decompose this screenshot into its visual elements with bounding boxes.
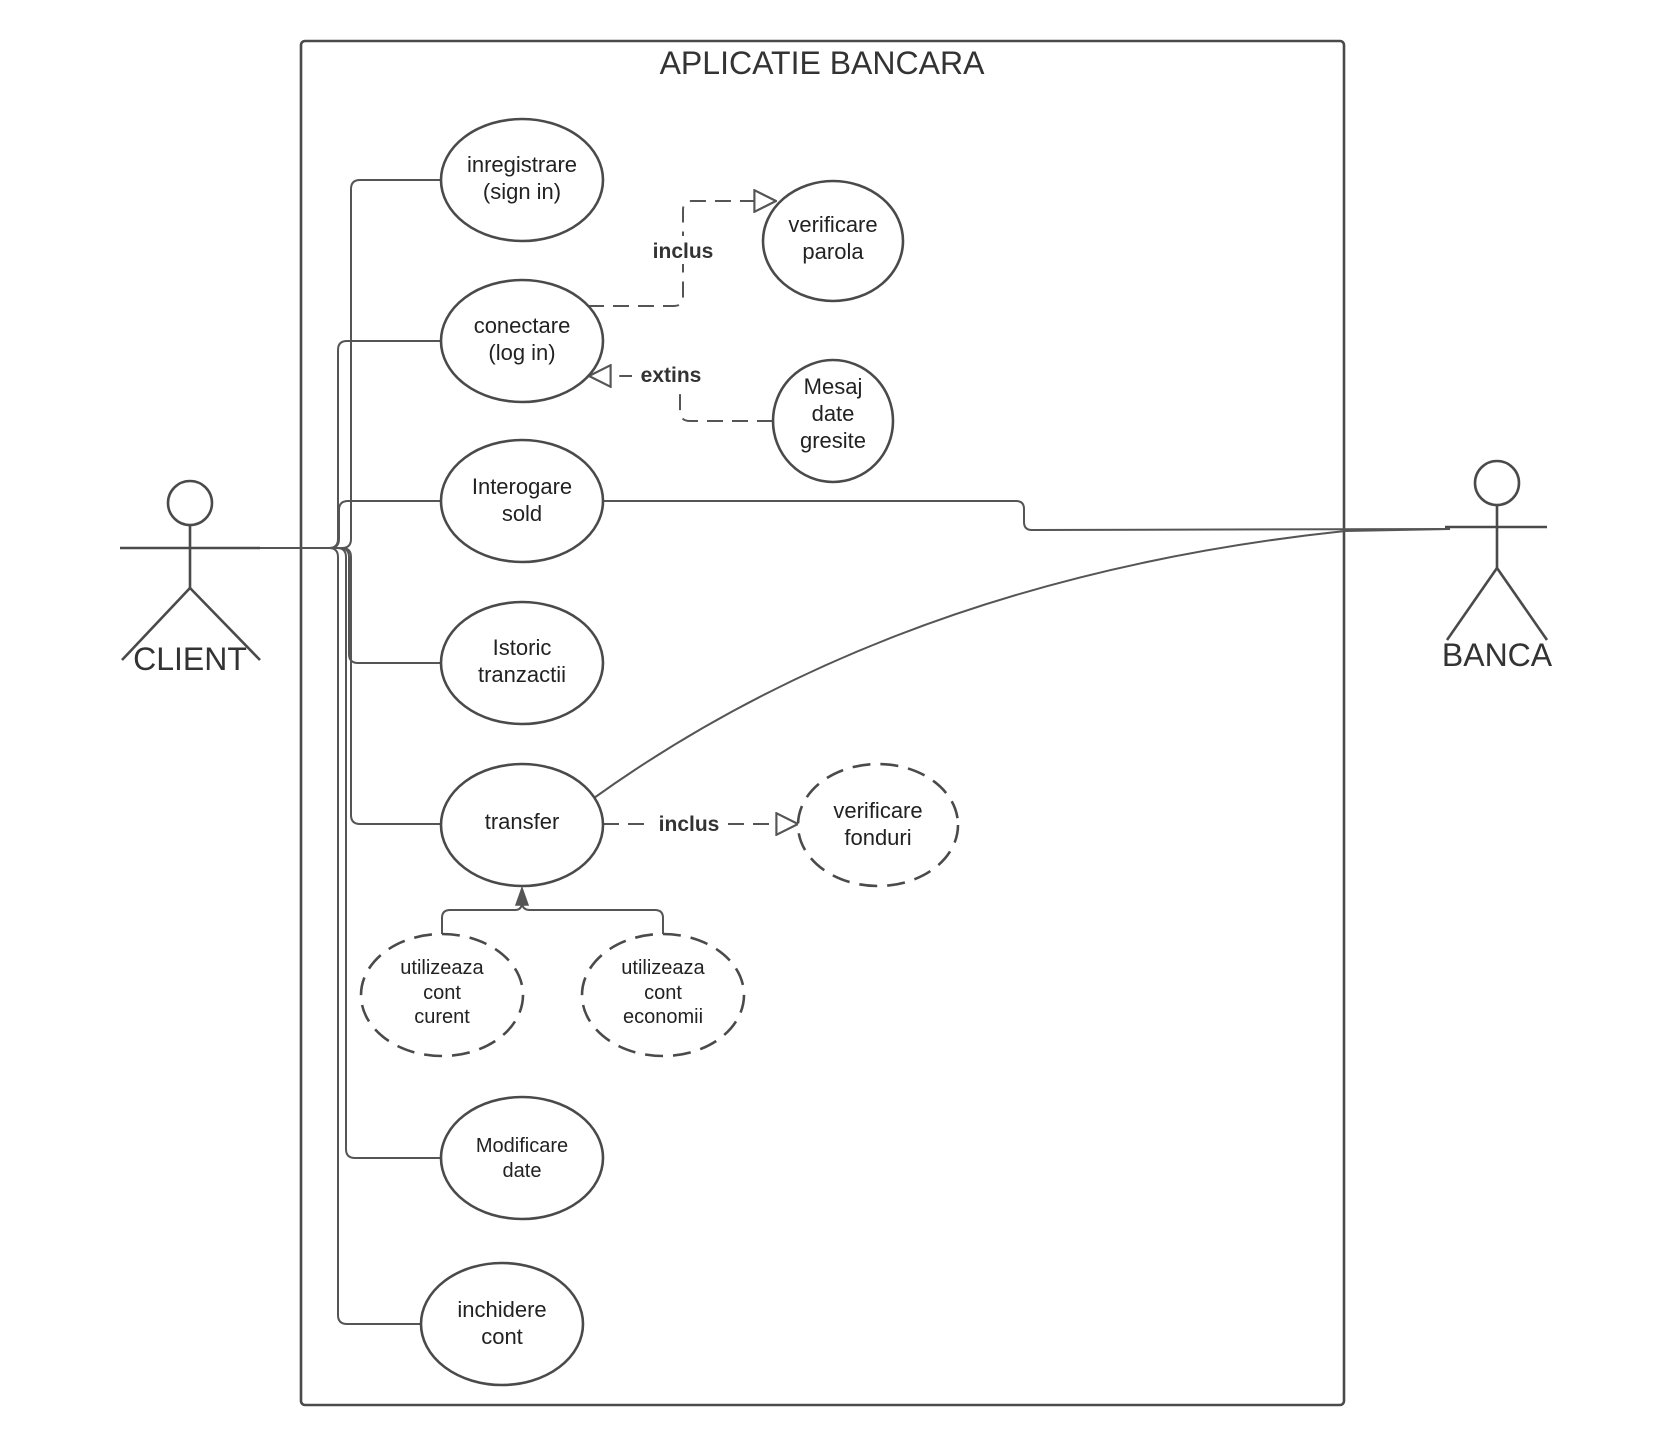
use-case-mesaj-date-gresite[interactable]: Mesaj date gresite bbox=[771, 358, 895, 484]
uc-fonduri-line2: fonduri bbox=[844, 825, 911, 850]
assoc-client-conectare bbox=[232, 340, 441, 549]
actor-banca[interactable]: BANCA bbox=[1442, 459, 1553, 673]
generalization-cont-curent bbox=[441, 890, 523, 937]
assoc-client-transfer bbox=[232, 547, 441, 825]
generalization-arrowhead bbox=[514, 885, 530, 906]
client-label: CLIENT bbox=[133, 641, 247, 677]
uc-inregistrare-line1: inregistrare bbox=[467, 152, 577, 177]
uc-inregistrare-line2: (sign in) bbox=[483, 179, 561, 204]
uc-inchidere-line2: cont bbox=[481, 1324, 523, 1349]
use-case-interogare-sold[interactable]: Interogare sold bbox=[439, 438, 605, 564]
uc-istoric-line1: Istoric bbox=[493, 635, 552, 660]
extend-label-mesaj: extins bbox=[641, 364, 702, 387]
uc-modificare-line1: Modificare bbox=[476, 1135, 568, 1157]
client-head-icon bbox=[166, 479, 214, 527]
uc-curent-line2: cont bbox=[423, 982, 461, 1004]
assoc-banca-interogare bbox=[602, 500, 1451, 532]
include-label-fonduri: inclus bbox=[659, 813, 720, 836]
include-label-parola: inclus bbox=[653, 240, 714, 263]
assoc-banca-transfer bbox=[593, 528, 1451, 799]
uc-mesaj-line1: Mesaj bbox=[804, 374, 863, 399]
banca-associations bbox=[593, 500, 1451, 799]
banca-head-icon bbox=[1473, 459, 1521, 507]
assoc-client-modificare bbox=[232, 547, 441, 1159]
use-case-inregistrare[interactable]: inregistrare (sign in) bbox=[439, 117, 605, 243]
uc-inchidere-line1: inchidere bbox=[457, 1297, 546, 1322]
uc-conectare-line2: (log in) bbox=[488, 340, 555, 365]
use-case-istoric-tranzactii[interactable]: Istoric tranzactii bbox=[439, 600, 605, 726]
system-boundary bbox=[299, 39, 1346, 1407]
system-title: APLICATIE BANCARA bbox=[660, 45, 985, 81]
client-associations bbox=[232, 179, 441, 1325]
assoc-client-interogare bbox=[232, 500, 441, 549]
uc-istoric-line2: tranzactii bbox=[478, 662, 566, 687]
use-case-verificare-parola[interactable]: verificare parola bbox=[761, 179, 905, 303]
use-case-verificare-fonduri[interactable]: verificare fonduri bbox=[796, 762, 960, 888]
uc-transfer-line1: transfer bbox=[485, 809, 560, 834]
use-case-cont-economii[interactable]: utilizeaza cont economii bbox=[580, 932, 746, 1058]
uc-verificare-parola-line2: parola bbox=[802, 239, 864, 264]
include-conectare-verificare-parola bbox=[588, 201, 776, 307]
use-case-transfer[interactable]: transfer bbox=[439, 762, 605, 888]
assoc-client-istoric bbox=[232, 547, 441, 664]
uc-economii-line2: cont bbox=[644, 982, 682, 1004]
uc-economii-line3: economii bbox=[623, 1006, 703, 1028]
uc-mesaj-line2: date bbox=[812, 401, 855, 426]
uc-curent-line3: curent bbox=[414, 1006, 470, 1028]
uc-curent-line1: utilizeaza bbox=[400, 957, 484, 979]
uc-fonduri-line1: verificare bbox=[833, 798, 922, 823]
assoc-client-inregistrare bbox=[232, 179, 441, 549]
use-case-cont-curent[interactable]: utilizeaza cont curent bbox=[359, 932, 525, 1058]
uc-interogare-line2: sold bbox=[502, 501, 542, 526]
use-case-modificare-date[interactable]: Modificare date bbox=[439, 1095, 605, 1221]
uc-conectare-line1: conectare bbox=[474, 313, 571, 338]
uc-interogare-line1: Interogare bbox=[472, 474, 572, 499]
uc-economii-line1: utilizeaza bbox=[621, 957, 705, 979]
generalization-cont-economii bbox=[521, 901, 664, 937]
actor-client[interactable]: CLIENT bbox=[120, 479, 261, 677]
use-case-inchidere-cont[interactable]: inchidere cont bbox=[419, 1261, 585, 1387]
use-case-conectare[interactable]: conectare (log in) bbox=[439, 278, 605, 404]
banca-label: BANCA bbox=[1442, 637, 1553, 673]
assoc-client-inchidere bbox=[232, 547, 421, 1325]
relations: inclus extins inclus bbox=[441, 201, 798, 937]
uc-mesaj-line3: gresite bbox=[800, 428, 866, 453]
uc-verificare-parola-line1: verificare bbox=[788, 212, 877, 237]
uc-modificare-line2: date bbox=[503, 1160, 542, 1182]
